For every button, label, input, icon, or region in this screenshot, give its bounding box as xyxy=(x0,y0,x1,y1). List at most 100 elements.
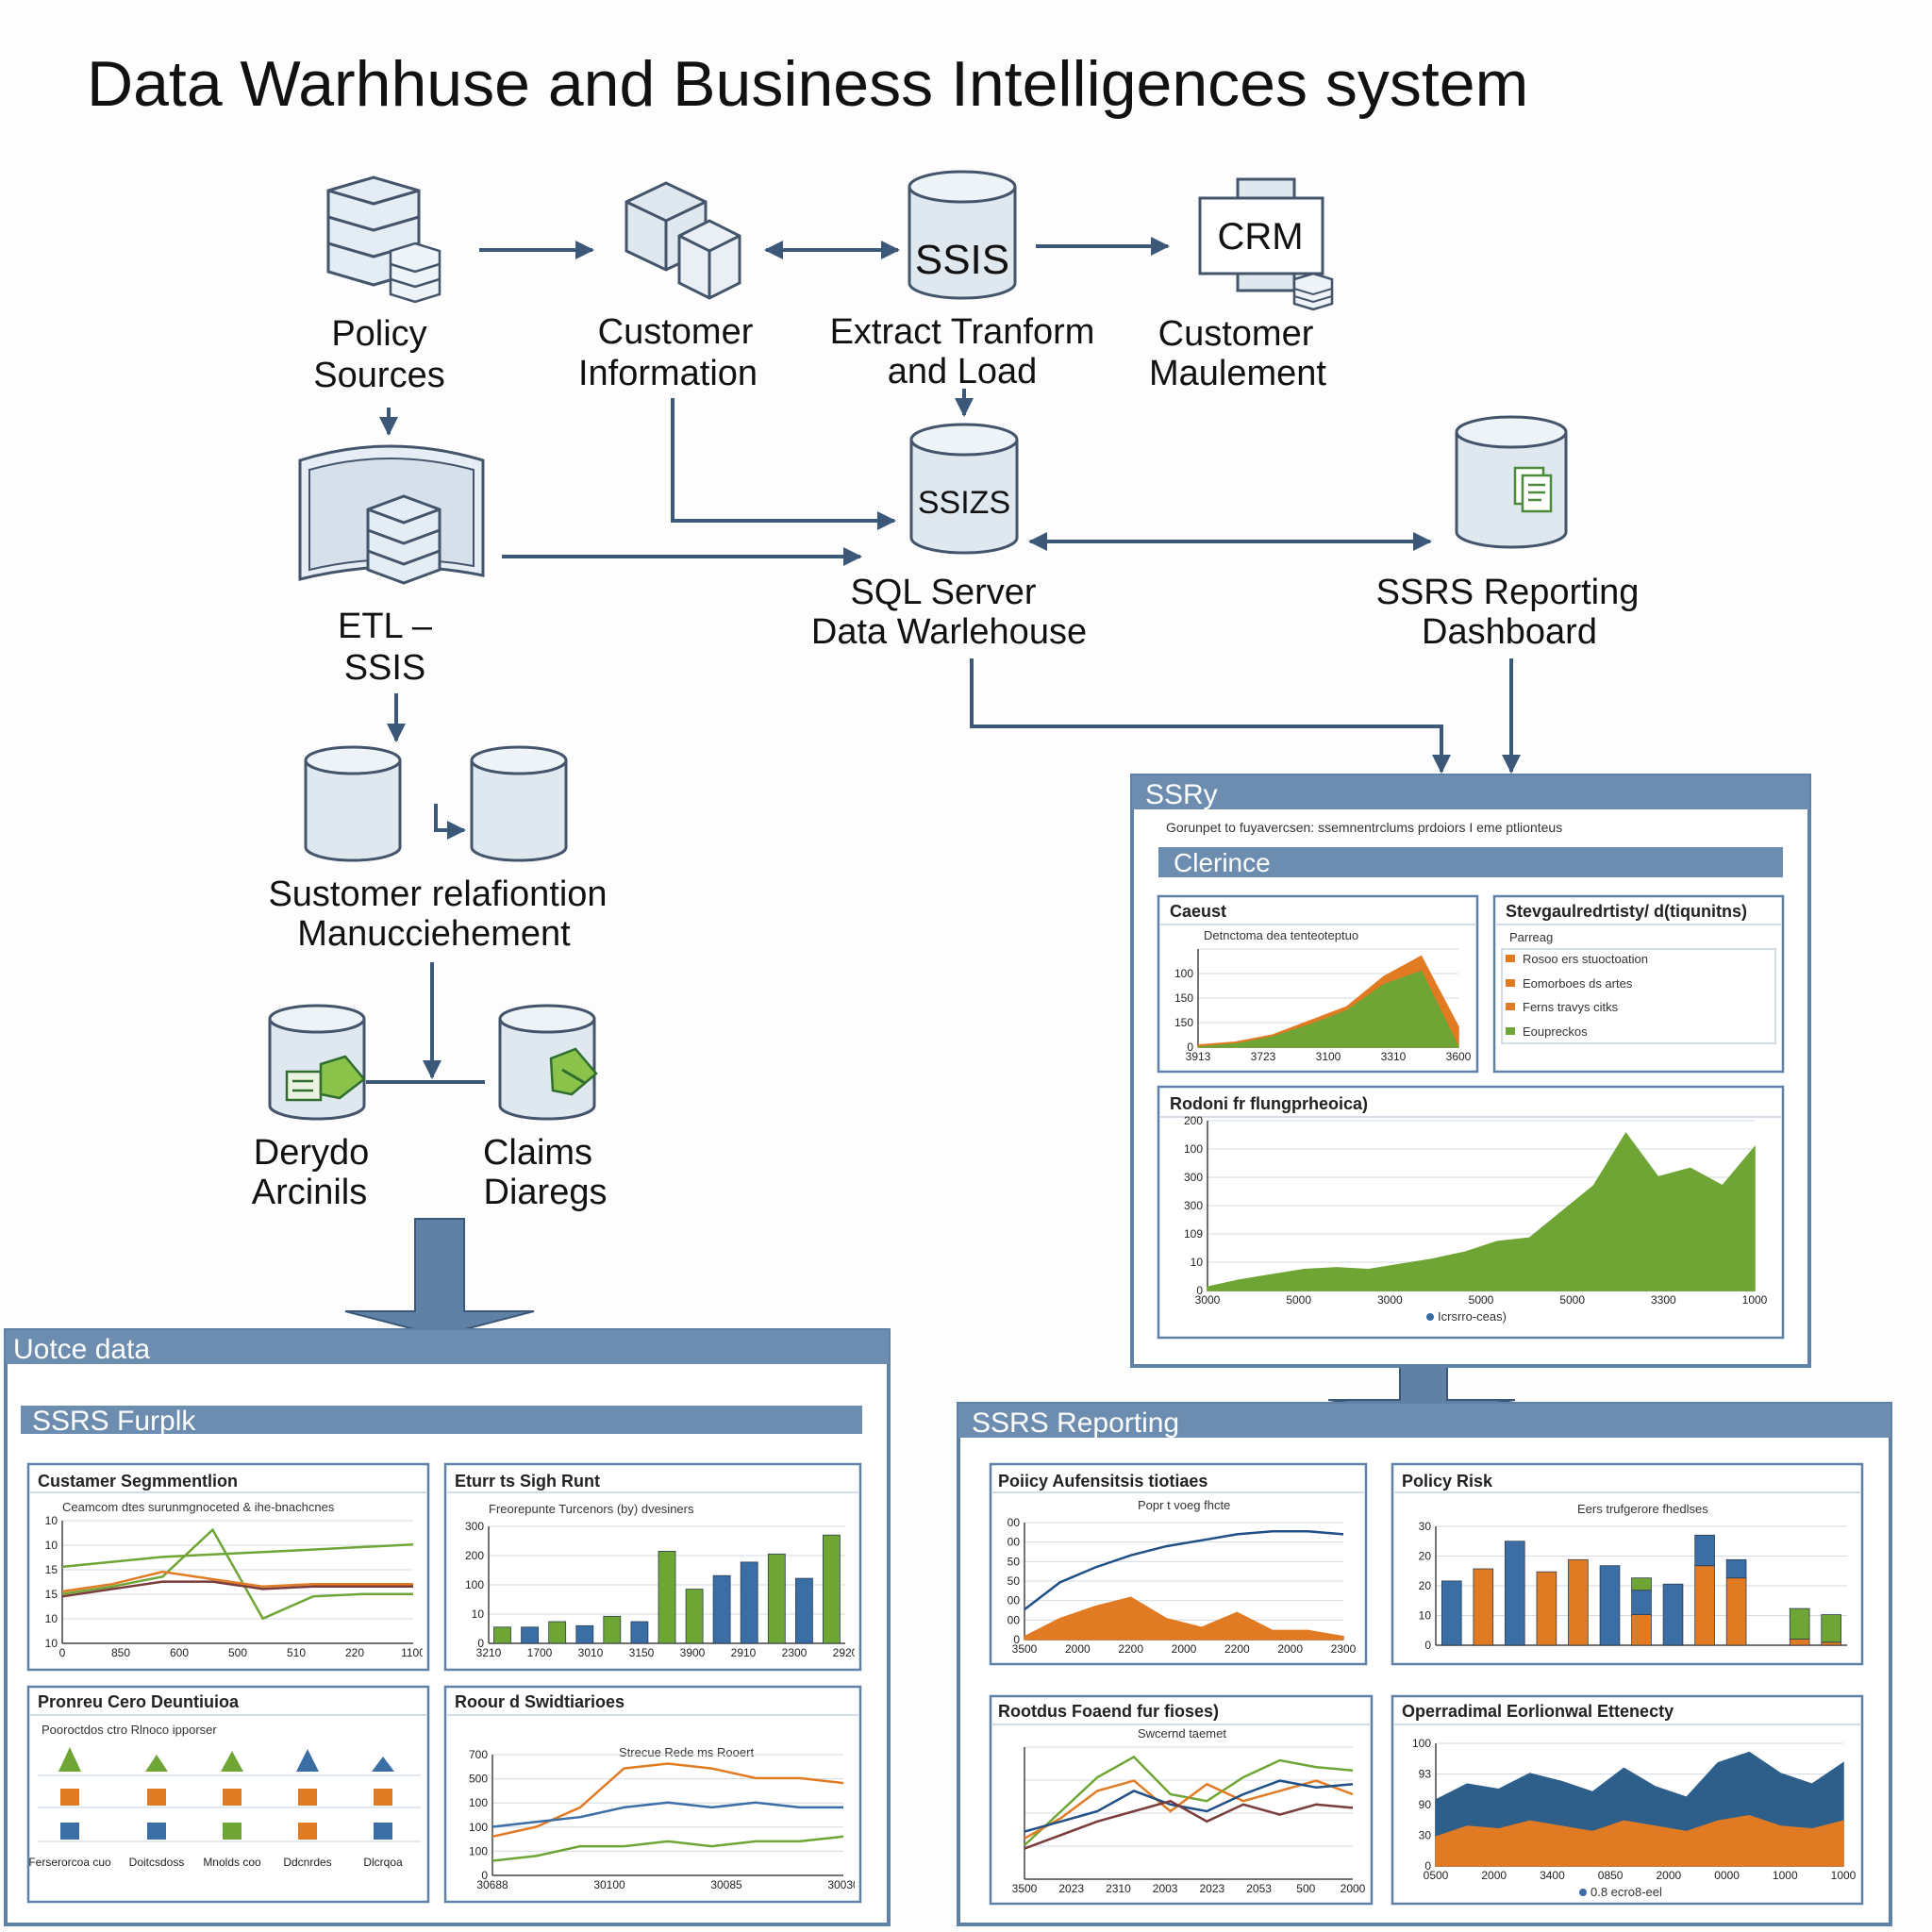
node-claims-diaregs[interactable]: Claims Diaregs xyxy=(483,1004,608,1212)
panel-subtitle: Gorunpet to fuyavercsen: ssemnentrclums … xyxy=(1166,820,1562,835)
y-tick-label: 10 xyxy=(45,1514,58,1527)
bar xyxy=(1662,1583,1684,1646)
bar xyxy=(1725,1577,1747,1646)
shape-matrix xyxy=(38,1747,421,1842)
panel-title: Uotce data xyxy=(13,1334,150,1365)
y-tick-label: 15 xyxy=(45,1588,58,1601)
bar xyxy=(1789,1639,1810,1646)
square-icon xyxy=(374,1823,392,1840)
node-label-line2: Dashboard xyxy=(1422,612,1597,652)
x-tick-label: 2000 xyxy=(1657,1869,1682,1882)
chart-subtitle: Swcernd taemet xyxy=(1138,1726,1226,1740)
chart-subtitle: Eers trufgerore fhedlses xyxy=(1577,1502,1708,1516)
node-ssrs-dashboard[interactable]: SSRS Reporting Dashboard xyxy=(1376,415,1640,652)
y-tick-label: 50 xyxy=(1008,1555,1021,1568)
bar xyxy=(685,1589,704,1644)
node-policy-sources[interactable]: Policy Sources xyxy=(313,175,445,395)
node-ssis[interactable]: SSIS Extract Tranform and Load xyxy=(830,170,1095,391)
y-tick-label: 150 xyxy=(1174,991,1193,1005)
bar xyxy=(1631,1614,1652,1646)
chart-title: Roour d Swidtiarioes xyxy=(455,1692,625,1711)
chart-legend: 0.8 ecro8-eel xyxy=(1591,1885,1662,1899)
y-tick-label: 0 xyxy=(1424,1859,1431,1873)
bar xyxy=(1441,1580,1462,1646)
node-derydo-arcinils[interactable]: Derydo Arcinils xyxy=(252,1004,369,1212)
series-line xyxy=(491,1835,844,1862)
legend-item: Ferns travys citks xyxy=(1523,1000,1619,1014)
bar xyxy=(1505,1541,1525,1646)
x-tick-label: 3913 xyxy=(1186,1050,1211,1063)
square-icon xyxy=(223,1823,242,1840)
node-etl-ssis[interactable]: ETL – SSIS xyxy=(298,444,485,688)
x-tick-label: 2300 xyxy=(782,1646,808,1659)
chart-card xyxy=(1391,1462,1864,1666)
x-tick-label: 0 xyxy=(59,1646,66,1659)
bar xyxy=(658,1551,676,1644)
bar xyxy=(767,1553,786,1644)
x-tick-label: 1000 xyxy=(1831,1869,1857,1882)
y-tick-label: 93 xyxy=(1419,1768,1432,1781)
series-area xyxy=(1024,1596,1344,1641)
x-tick-label: 1000 xyxy=(1773,1869,1798,1882)
bar xyxy=(1473,1568,1494,1646)
chart-title: Custamer Segmmentlion xyxy=(38,1472,238,1491)
y-tick-label: 0 xyxy=(1424,1639,1431,1652)
shape-label: Dlcrqoa xyxy=(363,1856,403,1869)
node-label-line2: Arcinils xyxy=(252,1173,367,1212)
x-tick-label: 2023 xyxy=(1200,1882,1225,1895)
database-stack-icon xyxy=(326,175,441,304)
bar xyxy=(1725,1558,1747,1579)
y-tick-label: 10 xyxy=(1419,1609,1432,1623)
cubes-icon xyxy=(625,181,741,300)
node-label-line2: Maulement xyxy=(1149,354,1326,393)
x-tick-label: 3300 xyxy=(1651,1293,1676,1307)
big-arrow-to-source-panel xyxy=(344,1218,535,1338)
chart-card xyxy=(443,1685,862,1904)
y-tick-label: 109 xyxy=(1184,1227,1203,1241)
series-line xyxy=(1024,1529,1344,1611)
bar xyxy=(1694,1565,1715,1646)
crm-box-label: CRM xyxy=(1217,216,1303,258)
square-icon xyxy=(147,1789,166,1806)
database-cylinder-icon xyxy=(470,745,568,862)
square-icon xyxy=(298,1823,317,1840)
x-tick-label: 3310 xyxy=(1381,1050,1407,1063)
y-tick-label: 90 xyxy=(1419,1798,1432,1811)
x-tick-label: 500 xyxy=(1296,1882,1315,1895)
x-tick-label: 30100 xyxy=(593,1878,625,1891)
square-icon xyxy=(298,1789,317,1806)
node-relationship-management[interactable]: Sustomer relafiontion Manucciehement xyxy=(268,745,608,954)
series-line xyxy=(61,1580,413,1598)
x-tick-label: 30030 xyxy=(827,1878,859,1891)
y-tick-label: 30 xyxy=(1419,1520,1432,1533)
bar xyxy=(521,1626,539,1644)
node-customer-information[interactable]: Customer Information xyxy=(578,181,758,393)
x-tick-label: 30085 xyxy=(710,1878,742,1891)
chart-card xyxy=(26,1462,430,1672)
node-label-line1: Sustomer relafiontion xyxy=(268,874,607,914)
legend-subtitle: Parreag xyxy=(1509,930,1553,944)
y-tick-label: 0 xyxy=(1013,1633,1020,1646)
x-tick-label: 2910 xyxy=(731,1646,757,1659)
x-tick-label: 510 xyxy=(287,1646,306,1659)
y-tick-label: 0 xyxy=(481,1869,488,1882)
bar xyxy=(630,1621,649,1644)
x-tick-label: 2200 xyxy=(1224,1642,1250,1656)
node-label-line2: and Load xyxy=(888,352,1038,391)
warehouse-cylinder-label: SSIZS xyxy=(918,485,1010,521)
x-tick-label: 3500 xyxy=(1012,1882,1038,1895)
y-tick-label: 0 xyxy=(1196,1284,1203,1297)
node-crm[interactable]: CRM Customer Maulement xyxy=(1149,177,1334,393)
x-tick-label: 2023 xyxy=(1058,1882,1084,1895)
chart-title: Pronreu Cero Deuntiuioa xyxy=(38,1692,240,1711)
node-sql-warehouse[interactable]: SSIZS SQL Server Data Warlehouse xyxy=(811,423,1087,652)
y-tick-label: 00 xyxy=(1008,1613,1021,1626)
x-tick-label: 5000 xyxy=(1469,1293,1494,1307)
bar xyxy=(1536,1571,1557,1646)
x-tick-label: 500 xyxy=(228,1646,247,1659)
bar xyxy=(794,1577,813,1644)
page-title: Data Warhhuse and Business Intelligences… xyxy=(87,48,1528,120)
y-tick-label: 0 xyxy=(477,1637,484,1650)
chart-subtitle: Strecue Rede ms Rooert xyxy=(619,1745,754,1759)
